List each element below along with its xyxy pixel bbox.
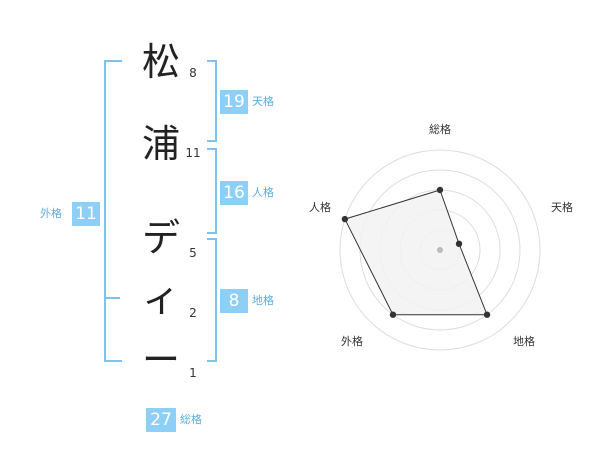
soukaku-label: 総格: [180, 413, 202, 426]
name-character-4: ィ: [141, 276, 180, 320]
jinkaku-bracket: [207, 148, 217, 234]
radar-point-5: [341, 215, 349, 223]
jinkaku-value-badge: 16: [220, 181, 248, 205]
chikaku-label: 地格: [252, 294, 274, 307]
radar-label-jinkaku: 人格: [309, 201, 331, 214]
radar-shape: [344, 189, 488, 316]
name-character-2: 浦: [141, 122, 180, 166]
tenkaku-label: 天格: [252, 95, 274, 108]
radar-point-2: [455, 240, 463, 248]
tenkaku-bracket: [207, 60, 217, 142]
radar-point-3: [483, 311, 491, 318]
chikaku-value-badge: 8: [220, 289, 248, 313]
stroke-count-3: 5: [189, 246, 197, 260]
soukaku-value-badge: 27: [146, 408, 176, 432]
stroke-count-5: 1: [189, 366, 197, 380]
tenkaku-value-badge: 19: [220, 90, 248, 114]
jinkaku-label: 人格: [252, 186, 274, 199]
gaikaku-bracket-divider: [104, 297, 120, 299]
stroke-count-2: 11: [185, 146, 201, 160]
name-character-3: デ: [141, 216, 180, 260]
stroke-count-4: 2: [189, 306, 197, 320]
name-character-1: 松: [141, 40, 180, 84]
name-character-5: ー: [141, 338, 180, 382]
radar-point-1: [436, 186, 444, 194]
radar-label-tenkaku: 天格: [551, 201, 573, 214]
radar-ring-5: [339, 149, 541, 351]
radar-point-4: [389, 311, 397, 318]
stroke-count-1: 8: [189, 66, 197, 80]
gaikaku-value-badge: 11: [72, 202, 100, 226]
radar-label-chikaku: 地格: [513, 335, 535, 348]
gaikaku-bracket: [104, 60, 122, 362]
radar-center-dot: [437, 247, 443, 253]
radar-points: [341, 186, 491, 318]
radar-label-soukaku: 総格: [429, 123, 451, 136]
gaikaku-label: 外格: [40, 207, 62, 220]
radar-label-gaikaku: 外格: [341, 335, 363, 348]
chikaku-bracket: [207, 238, 217, 362]
